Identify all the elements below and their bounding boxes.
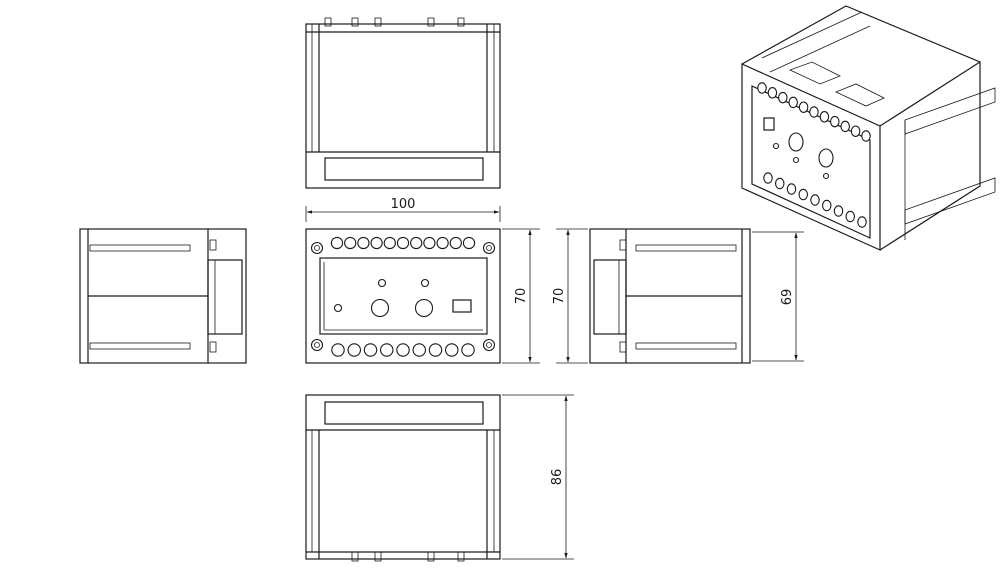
iso-terminal-screw [798,188,808,201]
terminal-screw [331,343,345,357]
iso-terminal-screw [861,130,871,142]
iso-terminal-screw [763,172,773,184]
iso-terminal-screw [798,101,809,113]
iso-terminal-screw [778,91,788,104]
terminal-screw [357,236,370,250]
iso-terminal-screw [850,125,861,137]
terminal-screw [396,343,410,357]
terminal-screw [347,343,361,357]
terminal-screw [428,343,443,357]
terminal-screw [436,236,449,250]
left-side-view [79,228,247,364]
dimension-side-69: 69 [752,231,804,362]
iso-terminal-screw [819,111,830,123]
top-view [305,17,501,189]
terminal-screw [423,236,436,250]
iso-terminal-screw [767,87,778,99]
terminal-screw [462,236,476,250]
dimension-side-69-label: 69 [780,289,795,306]
iso-terminal-screw [857,216,867,228]
right-side-view [589,228,751,364]
terminal-screw [363,343,378,357]
iso-terminal-screw [830,115,840,128]
iso-terminal-screw [809,106,819,118]
iso-terminal-screw [786,183,797,195]
terminal-screw [396,236,410,250]
terminal-screw [410,236,423,250]
bottom-terminal-row [331,343,475,357]
terminal-screw [370,236,383,250]
dimension-height-front-label: 70 [514,288,529,305]
terminal-screw [412,343,426,357]
iso-terminal-screw [840,120,850,133]
dimension-height-side: 70 [552,228,588,364]
terminal-screw [449,236,462,250]
isometric-view [741,5,996,251]
terminal-screw [444,343,459,357]
dimension-width: 100 [305,197,501,222]
iso-terminal-screw [833,205,844,217]
dimension-height-side-label: 70 [552,288,567,305]
dimension-height-front: 70 [502,228,540,364]
iso-terminal-screw [845,210,855,223]
dimension-width-label: 100 [391,197,416,212]
iso-terminal-screw [757,82,767,94]
bottom-view [305,394,501,562]
terminal-screw [344,236,357,250]
dimension-depth: 86 [502,394,574,560]
top-terminal-row [330,236,476,250]
iso-terminal-screw [774,177,785,190]
terminal-screw [330,236,344,250]
front-view [305,228,501,364]
dimension-depth-label: 86 [550,469,565,486]
iso-terminal-screw [810,194,820,206]
isometric-top-terminals [757,82,871,142]
terminal-screw [379,343,394,357]
iso-terminal-screw [788,96,798,109]
terminal-screw [383,236,396,250]
isometric-bottom-terminals [763,172,867,228]
terminal-screw [461,343,475,357]
iso-terminal-screw [821,199,832,212]
